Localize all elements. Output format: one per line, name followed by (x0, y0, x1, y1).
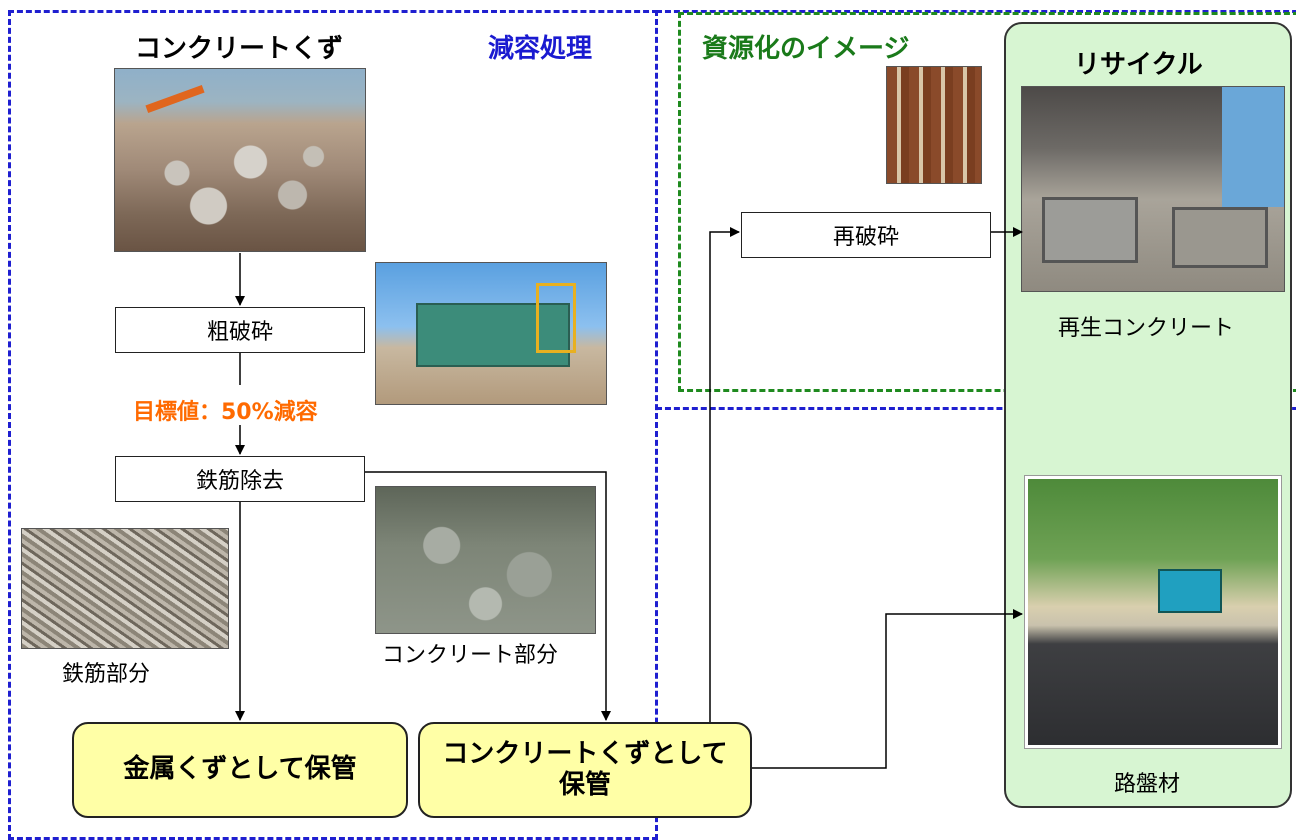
recycled-concrete-photo (1021, 86, 1285, 292)
target-reduction-label: 目標値：50%減容 (133, 400, 318, 425)
recrush-label: 再破砕 (832, 225, 899, 250)
concrete-part-label: コンクリート部分 (382, 643, 559, 668)
roadbed-label: 路盤材 (1114, 772, 1181, 797)
resource-image-title: 資源化のイメージ (702, 34, 910, 64)
concrete-scrap-title: コンクリートくず (135, 34, 344, 64)
rebar-removal-label: 鉄筋除去 (195, 469, 284, 494)
concrete-scrap-storage-box: コンクリートくずとして 保管 (418, 722, 752, 818)
resource-image-region (678, 12, 1296, 392)
crusher-machine-photo (375, 262, 607, 405)
recrush-box: 再破砕 (741, 212, 991, 258)
metal-scrap-storage-box: 金属くずとして保管 (72, 722, 408, 818)
rebar-removal-box: 鉄筋除去 (115, 456, 365, 502)
roadbed-photo (1024, 475, 1282, 749)
recycle-title: リサイクル (1074, 50, 1203, 80)
arrow-concrete-storage-to-roadbed (752, 609, 1023, 769)
volume-reduction-title: 減容処理 (488, 34, 593, 64)
coarse-crush-box: 粗破砕 (115, 307, 365, 353)
rebar-part-label: 鉄筋部分 (62, 662, 151, 687)
metal-scrap-storage-label: 金属くずとして保管 (123, 754, 357, 785)
concrete-rubble-photo (114, 68, 366, 252)
rebar-pile-photo (21, 528, 229, 649)
volume-reduction-region-right (656, 10, 1296, 410)
coarse-crush-label: 粗破砕 (206, 320, 273, 345)
concrete-part-photo (375, 486, 596, 634)
crusher-parts-photo (886, 66, 982, 184)
concrete-scrap-storage-label: コンクリートくずとして 保管 (442, 738, 728, 800)
recycled-concrete-label: 再生コンクリート (1058, 316, 1235, 341)
